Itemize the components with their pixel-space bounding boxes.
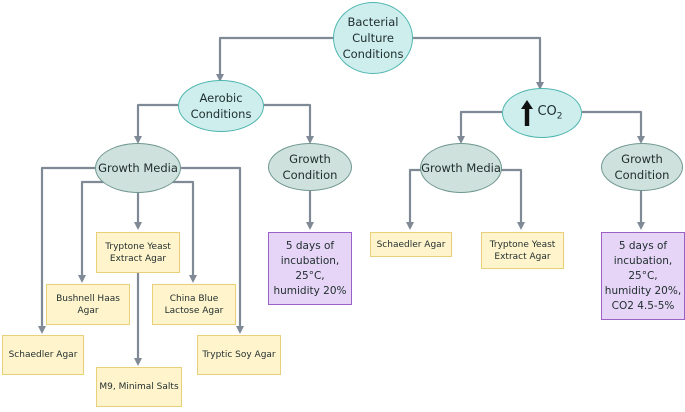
edge-root-co2 — [413, 36, 544, 90]
aerobic-conditions-node: Aerobic Conditions — [178, 80, 264, 132]
media-bushnell-haas-agar: Bushnell Haas Agar — [46, 284, 130, 325]
edge-aerobic-media — [134, 103, 178, 144]
co2-media-tryptone-yeast-extract-agar: Tryptone Yeast Extract Agar — [481, 232, 564, 269]
co2-label: CO2 — [537, 104, 563, 122]
aerobic-condition-detail: 5 days of incubation, 25°C, humidity 20% — [268, 232, 352, 305]
aerobic-growth-condition-node: Growth Condition — [268, 143, 352, 191]
co2-node: CO2 — [502, 88, 582, 138]
co2-growth-condition-node: Growth Condition — [601, 143, 683, 191]
media-schaedler-agar: Schaedler Agar — [2, 335, 84, 375]
media-m9-minimal-salts: M9, Minimal Salts — [96, 367, 182, 407]
media-tryptic-soy-agar: Tryptic Soy Agar — [197, 335, 281, 375]
media-tryptone-yeast-extract-agar: Tryptone Yeast Extract Agar — [96, 232, 180, 273]
co2-growth-media-node: Growth Media — [420, 143, 502, 193]
root-node: Bacterial Culture Conditions — [333, 2, 413, 74]
edge-co2-condition — [582, 110, 645, 144]
edge-co2media-tryptone — [497, 168, 525, 230]
edge-root-aerobic — [216, 36, 333, 82]
edge-media-tryptic — [181, 166, 244, 334]
edge-media-china — [168, 180, 197, 283]
edge-media-bushnell — [78, 180, 108, 283]
edge-co2-media — [457, 110, 502, 144]
edge-co2media-schaedler — [406, 168, 424, 230]
co2-media-schaedler-agar: Schaedler Agar — [370, 232, 452, 257]
co2-condition-detail: 5 days of incubation, 25°C, humidity 20%… — [601, 232, 685, 320]
media-china-blue-lactose-agar: China Blue Lactose Agar — [152, 284, 236, 325]
edge-aerobic-condition — [264, 103, 314, 144]
edge-media-schaedler — [38, 166, 95, 334]
aerobic-growth-media-node: Growth Media — [95, 143, 181, 193]
up-arrow-icon — [521, 100, 534, 126]
